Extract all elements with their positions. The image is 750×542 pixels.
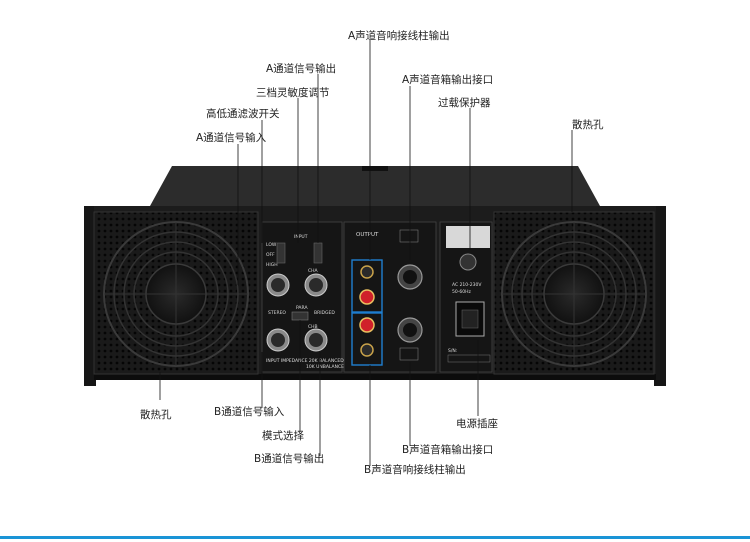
xlr-b-in	[266, 328, 290, 352]
speakon-b	[397, 317, 423, 343]
callout-mode-select: 模式选择	[262, 430, 304, 442]
panel-hz-text: 50-60Hz	[452, 289, 471, 295]
callout-lowpass: 高低通滤波开关	[206, 108, 280, 120]
callout-vent-left: 散热孔	[140, 409, 172, 421]
chassis-top	[150, 166, 600, 206]
post-a-black	[360, 265, 374, 279]
sensitivity-switch	[313, 242, 323, 264]
post-b-red	[359, 317, 375, 333]
panel-unbalanced-text: 10K UNBALANCED	[306, 364, 348, 370]
panel-input-text: INPUT	[294, 234, 308, 240]
callout-power-socket: 电源插座	[456, 418, 498, 430]
callout-a-speakon-out: A声道音箱输出接口	[402, 74, 494, 86]
panel-stereo-text: STEREO	[268, 310, 286, 316]
panel-impedance-text: INPUT IMPEDANCE 20K BALANCED	[266, 358, 344, 364]
panel-off-text: OFF	[266, 252, 275, 258]
rack-ear-left	[84, 206, 96, 386]
panel-bridged-text: BRIDGED	[314, 310, 335, 316]
top-notch	[362, 166, 388, 171]
panel-output-text: OUTPUT	[356, 232, 379, 238]
warning-label	[446, 226, 490, 248]
post-a-red	[359, 289, 375, 305]
callout-a-signal-in: A通道信号输入	[196, 132, 267, 144]
panel-para-text: PARA	[296, 305, 308, 311]
xlr-a-out	[304, 273, 328, 297]
speakon-a	[397, 264, 423, 290]
callout-sensitivity: 三档灵敏度调节	[256, 87, 330, 99]
panel-sn-text: S/N:	[448, 348, 457, 354]
post-b-black	[360, 343, 374, 357]
vent-right-fan	[493, 211, 655, 375]
mode-switch	[291, 311, 309, 321]
vent-left-fan	[93, 211, 259, 375]
panel-chb-text: CHB	[308, 324, 318, 330]
breaker	[459, 253, 477, 271]
callout-a-signal-out: A通道信号输出	[266, 63, 337, 75]
xlr-b-out	[304, 328, 328, 352]
callout-vent-right: 散热孔	[572, 119, 604, 131]
bottom-accent-bar	[0, 536, 750, 539]
terminal-b-box	[351, 312, 383, 366]
output-panel	[343, 221, 437, 373]
xlr-a-in	[266, 273, 290, 297]
terminal-a-box	[351, 259, 383, 313]
callout-b-signal-out: B通道信号输出	[254, 453, 325, 465]
panel-low-text: LOW	[266, 242, 277, 248]
panel-high-text: HIGH	[266, 262, 278, 268]
callout-b-speakon-out: B声道音箱输出接口	[402, 444, 494, 456]
lowpass-switch	[276, 242, 286, 264]
callout-b-terminal-out: B声道音响接线柱输出	[364, 464, 466, 476]
callout-a-terminal-out: A声道音响接线柱输出	[348, 30, 450, 42]
panel-ac-text: AC 210-230V	[452, 282, 482, 288]
callout-lines	[159, 40, 573, 466]
callout-overload: 过载保护器	[438, 97, 491, 109]
rack-ear-right	[654, 206, 666, 386]
panel-cha-text: CHA	[308, 268, 319, 274]
callout-b-signal-in: B通道信号输入	[214, 406, 285, 418]
